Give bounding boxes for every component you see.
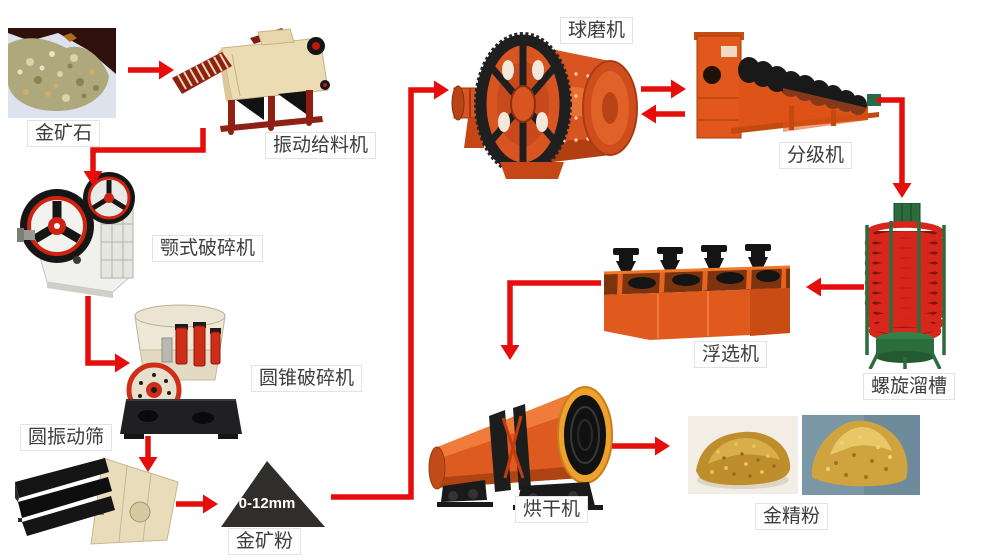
flotation-machine-image	[603, 244, 791, 340]
frame-poles	[865, 221, 946, 355]
label-spiral-chute: 螺旋溜槽	[863, 373, 956, 400]
circular-vibrating-screen-image	[15, 457, 179, 545]
gold-ore-image	[8, 28, 116, 118]
front-flywheel	[20, 189, 94, 263]
spiral-chute-illustration	[858, 203, 953, 369]
gold-concentrate-image-2	[802, 415, 920, 495]
circular-vibrating-screen-illustration	[15, 452, 181, 548]
ring-gear	[474, 32, 572, 176]
label-vibrating-feeder: 振动给料机	[265, 132, 377, 159]
label-cone-crusher: 圆锥破碎机	[251, 365, 363, 392]
arrow-flotation-to-dryer	[500, 280, 601, 360]
ball-mill-image	[451, 32, 638, 179]
label-dryer: 烘干机	[515, 496, 589, 523]
label-jaw-crusher: 颚式破碎机	[152, 235, 264, 262]
gold-ore-photo	[8, 28, 116, 118]
gold-powder-pile	[218, 458, 328, 528]
dryer-image	[428, 386, 613, 510]
label-gold-ore: 金矿石	[27, 120, 101, 147]
jaw-crusher-image	[17, 172, 135, 298]
classifier-illustration	[693, 28, 885, 146]
gold-concentrate-photo-right	[802, 415, 920, 495]
label-classifier: 分级机	[779, 142, 853, 169]
arrow-spiral-to-flotation	[806, 277, 864, 297]
gold-powder-triangle	[221, 461, 325, 527]
label-gold-powder: 金矿粉	[228, 528, 302, 555]
vibrating-feeder-illustration	[170, 28, 335, 140]
label-flotation-machine: 浮选机	[694, 341, 768, 368]
label-ball-mill: 球磨机	[560, 17, 634, 44]
arrow-screen-to-powder	[176, 494, 218, 514]
gold-concentrate-image-1	[688, 416, 798, 494]
spiral-helix	[864, 221, 946, 342]
size-badge: 0-12mm	[238, 495, 296, 512]
vibrating-feeder-image	[172, 28, 330, 135]
cone-crusher-image	[120, 304, 242, 439]
spiral-chute-image	[864, 203, 946, 369]
dryer-illustration	[413, 368, 661, 510]
ball-mill-illustration	[448, 22, 693, 180]
gold-concentrate-photo-left	[688, 416, 798, 494]
arrow-ore-to-feeder	[128, 60, 174, 80]
flotation-machine-illustration	[598, 243, 796, 343]
label-circular-vibrating-screen: 圆振动筛	[20, 424, 113, 451]
jaw-crusher-illustration	[17, 168, 150, 306]
flotation-motors	[613, 244, 771, 278]
classifier-image	[694, 32, 884, 139]
label-gold-concentrate: 金精粉	[755, 503, 829, 530]
cone-crusher-illustration	[118, 298, 248, 440]
drum-rings	[489, 404, 531, 492]
